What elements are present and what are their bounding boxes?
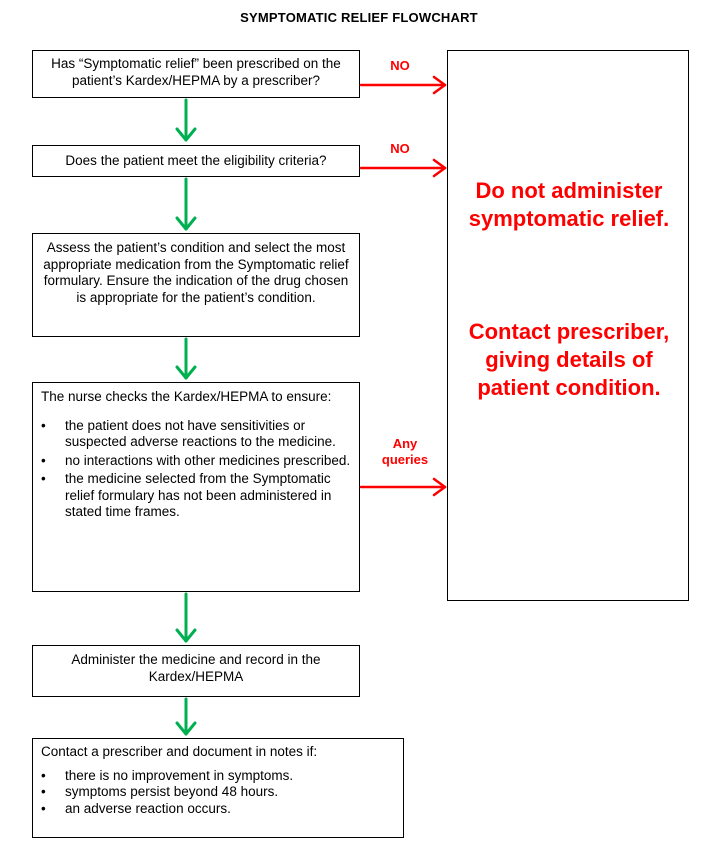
step-eligibility-check: Does the patient meet the eligibility cr… [32,145,360,177]
down-arrow-1 [175,98,197,142]
do-not-administer-text: Do not administer symptomatic relief. [468,178,670,231]
step-contact-prescriber: Contact a prescriber and document in not… [32,738,404,838]
step-administer: Administer the medicine and record in th… [32,645,360,697]
down-arrow-5 [175,697,197,736]
nurse-checks-list: the patient does not have sensitivities … [41,418,351,521]
step-prescribed-check: Has “Symptomatic relief” been prescribed… [32,50,360,98]
edge-label-any-queries: Any queries [381,436,429,467]
step-eligibility-check-text: Does the patient meet the eligibility cr… [65,153,327,168]
down-arrow-4 [175,592,197,643]
no-arrow-2 [359,158,447,178]
contact-prescriber-text: Contact prescriber, giving details of pa… [468,319,670,400]
queries-arrow [359,477,447,497]
list-item: symptoms persist beyond 48 hours. [41,784,395,801]
step-nurse-checks: The nurse checks the Kardex/HEPMA to ens… [32,382,360,592]
list-item: no interactions with other medicines pre… [41,453,351,470]
list-item: an adverse reaction occurs. [41,801,395,818]
contact-conditions-list: there is no improvement in symptoms. sym… [41,768,395,818]
outcome-box: Do not administer symptomatic relief. Co… [447,50,689,601]
step-assess-condition: Assess the patient’s condition and selec… [32,233,360,337]
down-arrow-2 [175,177,197,231]
step-contact-prescriber-intro: Contact a prescriber and document in not… [41,744,318,759]
list-item: the patient does not have sensitivities … [41,418,351,451]
list-item: the medicine selected from the Symptomat… [41,471,351,521]
step-assess-condition-text: Assess the patient’s condition and selec… [43,240,349,305]
step-prescribed-check-text: Has “Symptomatic relief” been prescribed… [51,56,341,88]
flowchart-title: SYMPTOMATIC RELIEF FLOWCHART [240,10,478,25]
step-nurse-checks-intro: The nurse checks the Kardex/HEPMA to ens… [41,389,332,404]
step-administer-text: Administer the medicine and record in th… [71,652,321,684]
edge-label-no-1: NO [390,58,410,73]
no-arrow-1 [359,75,447,95]
down-arrow-3 [175,337,197,380]
edge-label-no-2: NO [390,141,410,156]
list-item: there is no improvement in symptoms. [41,768,395,785]
